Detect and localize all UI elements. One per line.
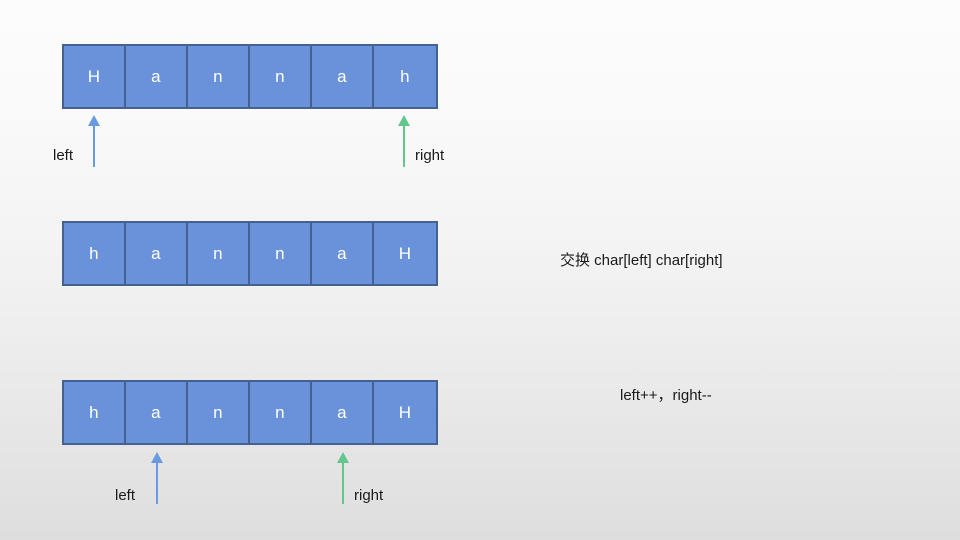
char-cell: h — [64, 223, 126, 284]
advance-annotation: left++，right-- — [620, 387, 712, 404]
char-table-row-1: H a n n a h — [62, 44, 438, 109]
char-cell: H — [374, 223, 436, 284]
right-pointer-label-row-1: right — [415, 147, 445, 164]
char-cell: h — [374, 46, 436, 107]
char-cell: a — [312, 382, 374, 443]
left-pointer-label-row-3: left — [115, 487, 136, 504]
char-cell: H — [374, 382, 436, 443]
char-cell: a — [126, 382, 188, 443]
right-pointer-label-row-3: right — [354, 487, 384, 504]
char-cell: n — [188, 223, 250, 284]
right-pointer-arrow-row-1 — [397, 115, 411, 167]
swap-annotation: 交换 char[left] char[right] — [560, 252, 723, 269]
char-cell: n — [250, 46, 312, 107]
char-table-row-2: h a n n a H — [62, 221, 438, 286]
char-cell: h — [64, 382, 126, 443]
char-cell: a — [126, 223, 188, 284]
char-cell: n — [188, 46, 250, 107]
right-pointer-arrow-row-3 — [336, 452, 350, 504]
char-cell: a — [312, 223, 374, 284]
left-pointer-label-row-1: left — [53, 147, 74, 164]
left-pointer-arrow-row-3 — [150, 452, 164, 504]
char-cell: H — [64, 46, 126, 107]
char-cell: a — [126, 46, 188, 107]
left-pointer-arrow-row-1 — [87, 115, 101, 167]
char-cell: n — [188, 382, 250, 443]
char-cell: a — [312, 46, 374, 107]
char-cell: n — [250, 223, 312, 284]
char-cell: n — [250, 382, 312, 443]
char-table-row-3: h a n n a H — [62, 380, 438, 445]
